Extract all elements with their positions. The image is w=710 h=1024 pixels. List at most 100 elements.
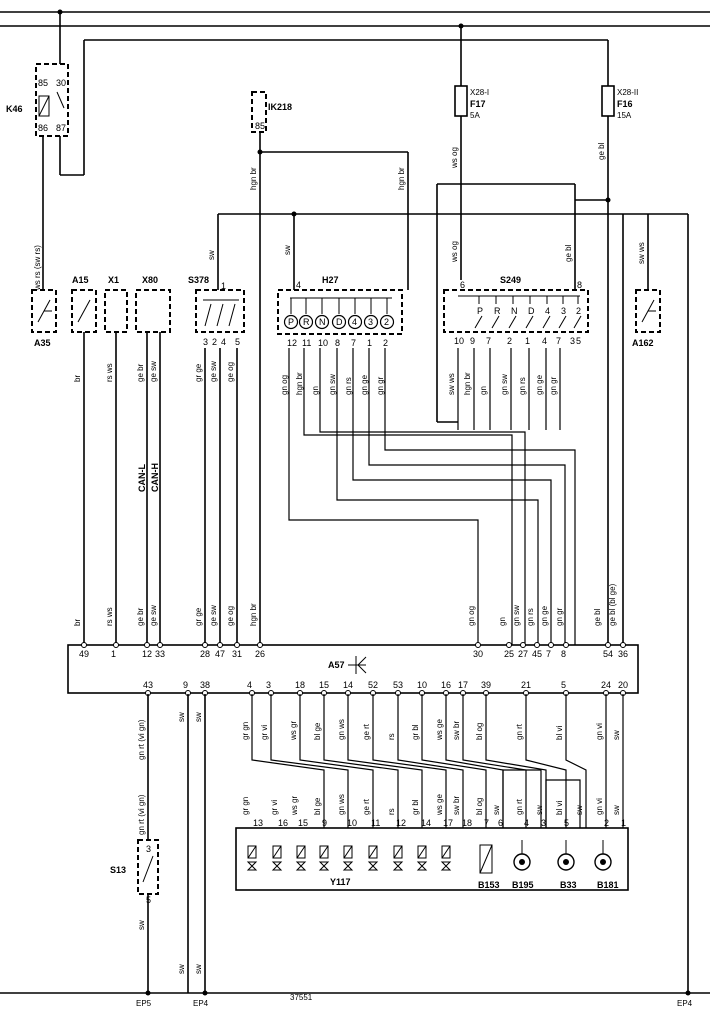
f17-rating: 5A <box>470 111 480 120</box>
s249-switch-symbol: N <box>511 306 518 316</box>
wire-a57-bottom-label: ge rt <box>362 723 371 740</box>
h27-lamp-symbol: 3 <box>368 317 373 327</box>
a57-bottom-pin: 5 <box>561 680 566 690</box>
s378-pin-2: 2 <box>212 337 217 347</box>
switch-s378: S378 1 3 2 4 5 gr ge ge sw ge og gr ge g… <box>188 275 258 645</box>
wire-a57-top-label: gn og <box>467 606 476 626</box>
y117-pin: 3 <box>541 818 546 828</box>
valve-symbol-icon <box>295 861 307 871</box>
y117-label: Y117 <box>330 877 351 887</box>
a57-top-pin: 1 <box>111 649 116 659</box>
h27-lamp-icon <box>347 314 363 330</box>
wire-s13-down: sw <box>137 920 146 930</box>
crossover-wire <box>319 348 526 645</box>
s249-bottom-pin: 4 <box>542 336 547 346</box>
s249-top-pin-6: 6 <box>460 280 465 290</box>
ground-ep4-right: EP4 <box>677 999 693 1008</box>
wire-a57-bottom-label: gn vi <box>595 723 604 740</box>
sensor-return-wire <box>545 779 581 828</box>
can-l-label: CAN-L <box>137 464 147 492</box>
wire-a57-top-label: gn gr <box>555 607 564 626</box>
a57-bottom-pin: 9 <box>183 680 188 690</box>
wire-h27-lo: gn sw <box>328 374 337 395</box>
wire-y117-top-label: ge rt <box>362 798 371 815</box>
h27-bottom-pin: 2 <box>383 338 388 348</box>
wire-y117-top-label: gn ws <box>337 794 346 815</box>
s249-switch-symbol: 2 <box>576 306 581 316</box>
wire-x80-lo-1: ge br <box>136 363 145 382</box>
wire-y117-top-label: gr bl <box>411 799 420 815</box>
s249-bottom-pin: 5 <box>576 336 581 346</box>
wire-a57-top-2: ge br <box>136 607 145 626</box>
wire-f17-down: ws og <box>450 147 459 169</box>
a57-top-pin-dot <box>234 642 240 648</box>
f17-rail: X28-I <box>470 88 489 97</box>
wire-h27-lo: gn rs <box>344 377 353 395</box>
ground-ep4-left: EP4 <box>193 999 209 1008</box>
valve-symbol-icon <box>318 861 330 871</box>
wire-k46-down: ws rs (sw rs) <box>33 245 42 291</box>
b33-label: B33 <box>560 880 577 890</box>
wire-a57-top-label: gn sw <box>512 605 521 626</box>
a57-bottom-pin: 3 <box>266 680 271 690</box>
solenoid-valve-icon <box>441 845 451 859</box>
switch-a35: A35 <box>31 289 57 348</box>
wire-s249-lo: hgn br <box>463 372 472 395</box>
a57-top-pin: 8 <box>561 649 566 659</box>
wire-y117-top-label: gr vi <box>270 800 279 815</box>
y117-pin: 13 <box>253 818 263 828</box>
wire-s378-lo-0: gr ge <box>194 363 203 382</box>
wire-h27-right: hgn br <box>397 167 406 190</box>
s378-top-pin: 1 <box>221 281 226 291</box>
s249-bottom-pin: 3 <box>570 336 575 346</box>
a57-top-pin: 27 <box>518 649 528 659</box>
solenoid-valve-icon <box>272 845 282 859</box>
f16-rail: X28-II <box>617 88 638 97</box>
wire-a57-top-0: br <box>73 619 82 626</box>
y117-pin: 6 <box>498 818 503 828</box>
wire-y117-top-label: sw br <box>452 796 461 815</box>
relay-k46: 85 30 86 87 K46 ws rs (sw rs) <box>6 12 608 291</box>
a57-top-pin: 31 <box>232 649 242 659</box>
connector-x80: X80 ge br ge sw CAN-L CAN-H ge br ge sw <box>135 275 171 645</box>
k46-label: K46 <box>6 104 23 114</box>
wire-y117-top-label: ws ge <box>435 794 444 816</box>
solenoid-valve-diag <box>343 845 353 859</box>
diagram-id: 37551 <box>290 993 313 1002</box>
wire-h27-feed: sw <box>283 245 292 255</box>
a57-bottom-pin: 52 <box>368 680 378 690</box>
solenoid-valve-icon <box>368 845 378 859</box>
a57-symbol <box>348 656 367 674</box>
wire-a57-bottom-label: bl vi <box>555 726 564 740</box>
valve-symbol-icon <box>246 861 258 871</box>
s249-bottom-pin: 1 <box>525 336 530 346</box>
h27-label: H27 <box>322 275 339 285</box>
wire-h27-lo: gn og <box>280 375 289 395</box>
a57-top-pin-dot <box>81 642 87 648</box>
valve-symbol-icon <box>367 861 379 871</box>
y117-pin: 4 <box>524 818 529 828</box>
h27-lamp-symbol: 2 <box>384 317 389 327</box>
a57-top-pin-dot <box>548 642 554 648</box>
connector-x1: X1 rs ws rs ws <box>104 275 128 645</box>
crossover-wire <box>288 348 479 645</box>
valve-symbol-icon <box>416 861 428 871</box>
s378-pin-5: 5 <box>235 337 240 347</box>
a57-to-y117-wire <box>421 694 487 828</box>
wire-a57-top-6: ge og <box>226 606 235 626</box>
h27-lamp-icon <box>298 314 314 330</box>
a57-top-pin-dot <box>563 642 569 648</box>
wire-h27-lo: gn <box>311 386 320 395</box>
wire-a57-bottom-label: ws gr <box>289 721 298 741</box>
s249-switch-symbol: D <box>528 306 535 316</box>
k46-pin-87: 87 <box>56 123 66 133</box>
wire-ik218-down: hgn br <box>249 167 258 190</box>
wire-y117-top-label: sw <box>612 805 621 815</box>
a57-to-y117-wire <box>565 694 587 828</box>
fuse-f16: X28-II F16 15A ge bl <box>597 40 638 645</box>
a162-label: A162 <box>632 338 654 348</box>
crossover-wire <box>336 348 539 645</box>
crossover-wire <box>384 348 576 645</box>
switch-a162: A162 <box>632 289 661 348</box>
